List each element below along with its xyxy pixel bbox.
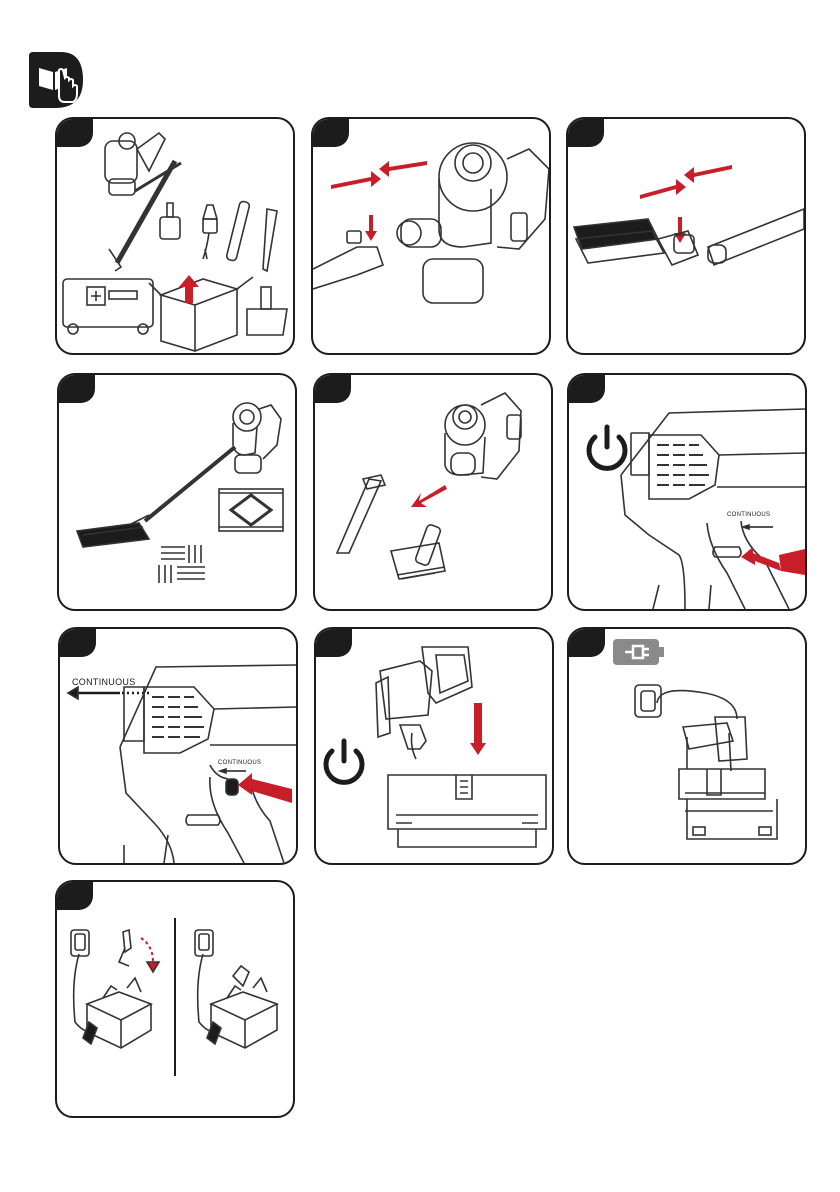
step-panel-6: CONTINUOUS (567, 373, 807, 611)
continuous-label-large: CONTINUOUS (72, 677, 136, 687)
charging-illustration (569, 629, 805, 863)
step-panel-10 (55, 880, 295, 1118)
step-panel-4 (57, 373, 297, 611)
continuous-mode-illustration (60, 629, 296, 863)
step-panel-2 (311, 117, 551, 355)
battery-charging-icon (613, 639, 664, 665)
assembled-vacuum-illustration (59, 375, 295, 609)
step-panel-8 (314, 627, 554, 865)
continuous-label-small: CONTINUOUS (218, 760, 261, 766)
continuous-label: CONTINUOUS (727, 512, 770, 518)
power-on-illustration (569, 375, 805, 609)
manual-hand-icon (25, 50, 85, 110)
attach-floor-head-illustration (568, 119, 804, 353)
step-panel-1 (55, 117, 295, 355)
step-panel-9 (567, 627, 807, 865)
wall-mount-dock-illustration (57, 882, 293, 1116)
power-icon (589, 427, 625, 468)
step-panel-5 (313, 373, 553, 611)
step-panel-7: CONTINUOUS CONTINUOUS (58, 627, 298, 865)
attach-tube-illustration (313, 119, 549, 353)
docking-illustration (316, 629, 552, 863)
accessory-tools-illustration (315, 375, 551, 609)
step-panel-3 (566, 117, 806, 355)
power-icon (326, 741, 362, 782)
box-contents-illustration (57, 119, 293, 353)
